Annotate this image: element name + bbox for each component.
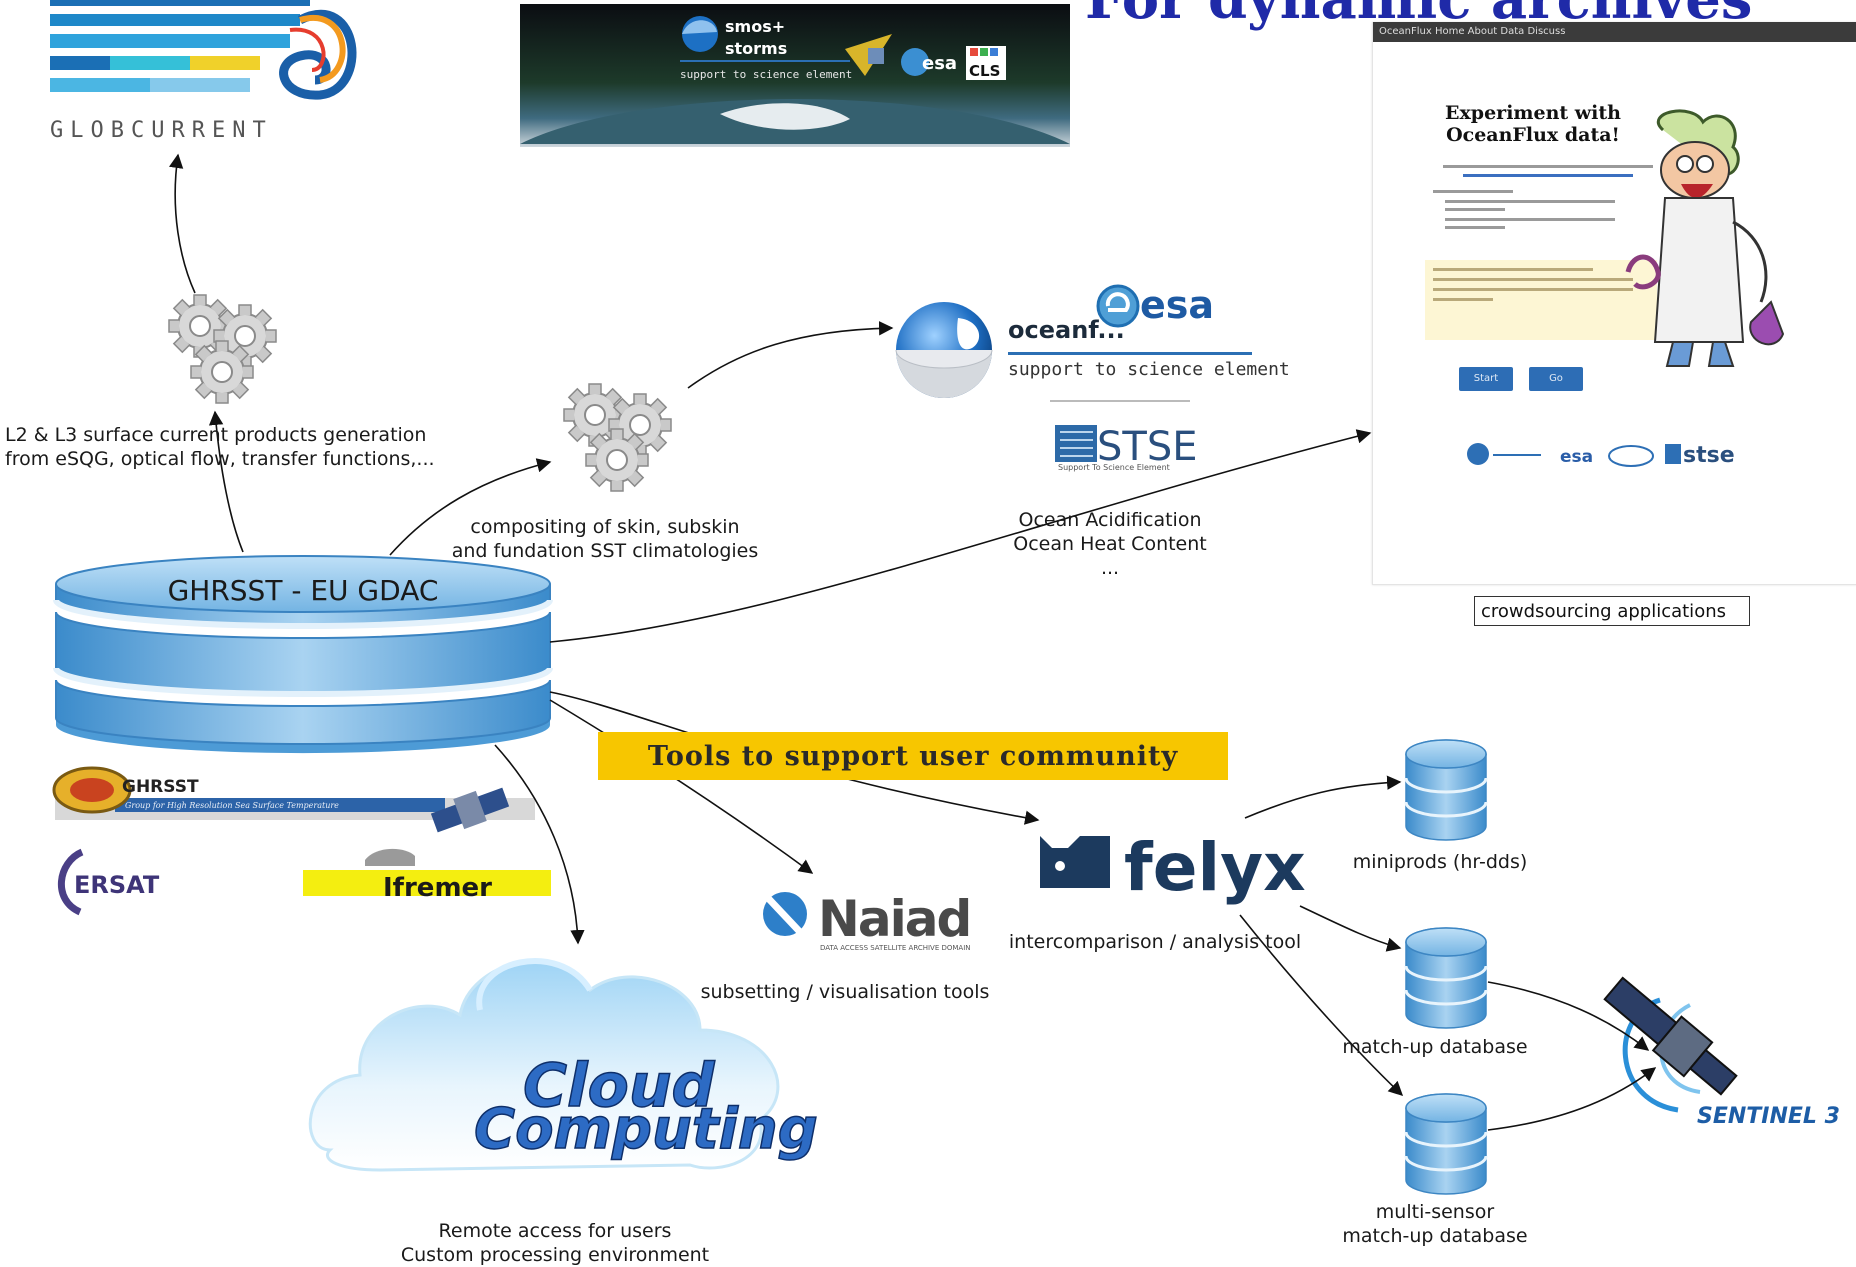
arrow-to-cloud: [494, 744, 585, 945]
naiad-logo-text: Naiad: [818, 890, 970, 948]
multisensor-label-line2: match-up database: [1342, 1225, 1528, 1247]
remote-access-label: Remote access for users Custom processin…: [395, 1219, 715, 1267]
ifremer-logo-text: Ifremer: [383, 873, 492, 903]
multisensor-label: multi-sensor match-up database: [1330, 1200, 1540, 1248]
oceanflux-logo: oceanf... esa support to science element…: [895, 283, 1290, 472]
felyx-logo: felyx: [1040, 829, 1306, 906]
screenshot-topbar: OceanFlux Home About Data Discuss: [1373, 22, 1856, 42]
multisensor-label-line1: multi-sensor: [1375, 1201, 1495, 1223]
gear-icon: [168, 294, 277, 404]
globcurrent-logo: GLOBCURRENT: [50, 0, 357, 143]
arrow-to-multisensor: [1239, 914, 1404, 1096]
miniprods-label: miniprods (hr-dds): [1352, 851, 1528, 873]
matchup-database: [1404, 926, 1488, 1030]
smos-storms-banner: smos+ storms support to science element …: [520, 4, 1070, 147]
multisensor-matchup-database: [1404, 1092, 1488, 1196]
smos-esa-logo: esa: [922, 53, 957, 74]
screenshot-go-button[interactable]: Go: [1529, 367, 1583, 391]
screenshot-stse-logo: stse: [1683, 443, 1735, 468]
cersat-logo: ERSAT: [58, 848, 160, 916]
naiad-logo-subtitle: DATA ACCESS SATELLITE ARCHIVE DOMAIN: [820, 944, 971, 952]
screenshot-start-button[interactable]: Start: [1459, 367, 1513, 391]
arrow-to-matchup: [1299, 905, 1402, 952]
cersat-logo-text: ERSAT: [74, 871, 160, 899]
ghrsst-eu-gdac-database: GHRSST - EU GDAC: [53, 555, 553, 754]
ocean-topics-line3: ...: [1100, 557, 1120, 579]
crowdsourcing-app-screenshot: OceanFlux Home About Data Discuss Experi…: [1372, 22, 1856, 585]
oceanflux-tagline: support to science element: [1008, 359, 1290, 380]
screenshot-title: Experiment with OceanFlux data!: [1445, 102, 1621, 146]
smos-title-line2: storms: [725, 39, 787, 58]
tools-banner: Tools to support user community: [598, 732, 1228, 780]
remote-access-line2: Custom processing environment: [400, 1244, 710, 1266]
compositing-label-line2: and fundation SST climatologies: [451, 540, 759, 562]
crowdsourcing-label: crowdsourcing applications: [1474, 596, 1750, 626]
ocean-topics-line2: Ocean Heat Content: [1013, 533, 1207, 555]
arrow-multisensor-to-sentinel: [1487, 1067, 1657, 1131]
ocean-topics-line1: Ocean Acidification: [1018, 509, 1202, 531]
smos-title-line1: smos+: [725, 17, 785, 36]
arrow-to-compositing: [389, 458, 552, 556]
matchup-label: match-up database: [1342, 1036, 1528, 1058]
arrow-to-l2l3-gears: [208, 410, 244, 553]
stse-logo: STSE: [1097, 424, 1198, 470]
intercomparison-label: intercomparison / analysis tool: [1008, 931, 1302, 953]
compositing-label-line1: compositing of skin, subskin: [470, 516, 740, 538]
l2l3-label-line1: L2 & L3 surface current products generat…: [5, 424, 427, 446]
naiad-logo: Naiad DATA ACCESS SATELLITE ARCHIVE DOMA…: [763, 890, 972, 952]
ghrsst-logo-text: GHRSST: [122, 777, 199, 797]
remote-access-line1: Remote access for users: [438, 1220, 672, 1242]
stse-subtitle: Support To Science Element: [1058, 463, 1170, 472]
ghrsst-logo: GHRSST Group for High Resolution Sea Sur…: [52, 766, 535, 833]
smos-cls-logo: CLS: [969, 62, 1000, 80]
subsetting-label: subsetting / visualisation tools: [700, 981, 990, 1003]
arrow-to-naiad: [549, 699, 814, 874]
cloud-logo-line2: Computing: [474, 1097, 818, 1162]
smos-banner-art: smos+ storms support to science element …: [520, 4, 1070, 147]
sentinel-logo-text: SENTINEL 3: [1697, 1104, 1840, 1129]
globcurrent-logo-text: GLOBCURRENT: [50, 118, 273, 143]
scientist-illustration: [1625, 109, 1785, 367]
gear-icon: [563, 383, 672, 492]
l2l3-label-line2: from eSQG, optical flow, transfer functi…: [5, 448, 435, 470]
esa-logo: esa: [1140, 283, 1214, 327]
l2l3-label: L2 & L3 surface current products generat…: [5, 423, 435, 471]
felyx-logo-text: felyx: [1124, 829, 1306, 906]
screenshot-esa-logo: esa: [1560, 447, 1593, 467]
ocean-topics-label: Ocean Acidification Ocean Heat Content .…: [995, 508, 1225, 580]
compositing-label: compositing of skin, subskin and fundati…: [450, 515, 760, 563]
arrow-matchup-to-sentinel: [1487, 981, 1650, 1051]
sentinel-3-logo: SENTINEL 3: [1603, 976, 1840, 1129]
arrow-to-oceanflux: [687, 321, 894, 389]
smos-tagline: support to science element: [680, 68, 852, 81]
arrow-to-crowdsourcing: [549, 429, 1372, 643]
cloud-logo-line1: Cloud: [523, 1051, 716, 1121]
cloud-computing-icon: Cloud Computing: [308, 958, 819, 1172]
screenshot-topbar-text: OceanFlux Home About Data Discuss: [1379, 26, 1566, 37]
ifremer-logo: Ifremer: [303, 848, 551, 903]
screenshot-footer-logos: esa stse: [1467, 443, 1735, 468]
arrow-to-globcurrent: [169, 153, 196, 294]
arrow-to-miniprods: [1244, 775, 1402, 819]
ghrsst-logo-subtitle: Group for High Resolution Sea Surface Te…: [125, 801, 339, 810]
screenshot-art: esa stse: [1425, 109, 1785, 468]
miniprods-database: [1404, 738, 1488, 842]
database-title: GHRSST - EU GDAC: [168, 574, 439, 607]
